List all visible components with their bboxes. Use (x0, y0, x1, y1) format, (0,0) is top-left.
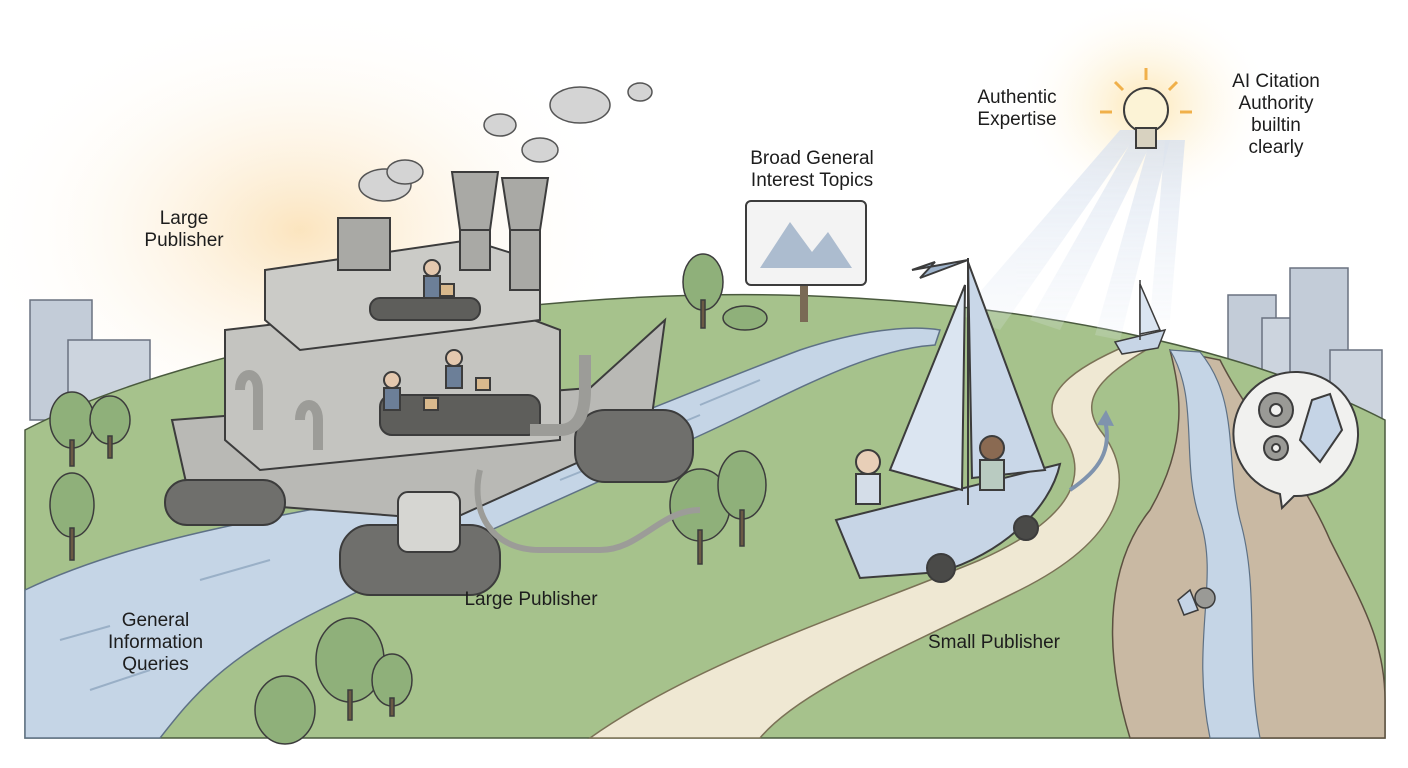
path-arrow (1068, 419, 1109, 492)
light-beams (960, 130, 1185, 340)
label-line: General (121, 610, 190, 631)
label-line: clearly (1248, 137, 1304, 158)
label-line: Queries (122, 654, 189, 675)
label-broad-topics: Broad General Interest Topics (728, 148, 896, 192)
sailboat (834, 258, 1062, 583)
label-line: builtin (1251, 115, 1301, 136)
label-line: Authority (1238, 93, 1314, 114)
trees (49, 253, 768, 745)
label-general-queries: General Information Queries (88, 610, 223, 676)
label-line: Publisher (144, 230, 224, 251)
gear-crystal-small (1177, 587, 1216, 616)
label-small-publisher: Small Publisher (928, 632, 1060, 653)
gear-icon (1258, 392, 1294, 461)
factory-machine (164, 171, 701, 596)
label-authentic-expertise: Authentic Expertise (962, 87, 1072, 131)
label-line: Authentic (977, 87, 1057, 108)
distant-boat (1113, 280, 1167, 355)
label-large-publisher-bottom: Large Publisher (464, 589, 598, 610)
label-line: Broad General (750, 148, 874, 169)
label-line: Information (107, 632, 204, 653)
label-line: Expertise (977, 109, 1057, 130)
label-line: AI Citation (1232, 71, 1320, 92)
label-large-publisher-top: Large Publisher (128, 208, 240, 252)
label-ai-citation: AI Citation Authority builtin clearly (1210, 71, 1342, 159)
lightbulb-icon (1100, 68, 1192, 149)
canyon (1111, 349, 1386, 739)
label-line: Large (159, 208, 209, 229)
crystal-icon (1298, 392, 1344, 464)
smoke (358, 82, 653, 202)
billboard (745, 200, 867, 322)
path-arrowhead (1097, 410, 1114, 426)
mountain-icon (760, 222, 852, 268)
insight-bubble (1232, 370, 1359, 511)
stream (1168, 349, 1261, 739)
label-line: Interest Topics (750, 170, 874, 191)
